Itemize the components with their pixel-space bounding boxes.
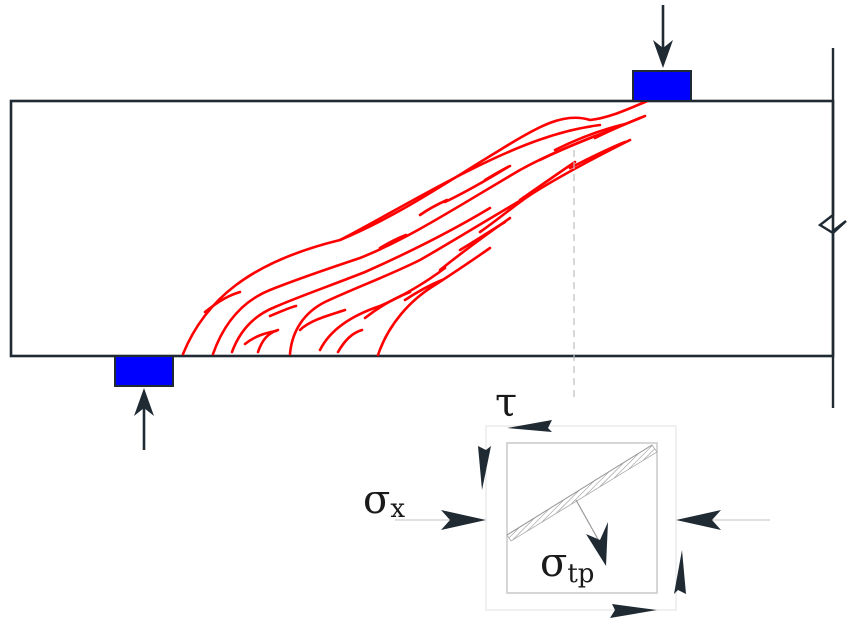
shear-arrow-right: [674, 550, 686, 594]
crack-line: [538, 134, 597, 162]
element-outer-frame: [485, 425, 677, 611]
crack-line: [593, 114, 647, 140]
bottom-support-plate: [114, 355, 174, 387]
crack-line: [478, 193, 532, 234]
element-crack-band: [506, 444, 658, 542]
shear-arrow-left: [478, 446, 491, 490]
shear-arrow-bottom: [610, 604, 657, 618]
crack-line: [336, 328, 364, 354]
top-load-plate: [632, 70, 692, 102]
crack-line: [288, 138, 632, 356]
sigma-x-label: σx: [363, 477, 405, 524]
crack-line: [376, 246, 492, 357]
crack-line: [378, 233, 408, 250]
crack-line: [203, 290, 242, 314]
sigma-x-symbol: σ: [363, 477, 390, 523]
element-inner-square: [506, 442, 658, 594]
crack-line: [403, 278, 444, 302]
crack-line: [553, 122, 627, 152]
element-crack-edge: [506, 444, 653, 536]
sigma-x-arrow-right: [676, 510, 721, 530]
beam-break-line: [817, 48, 847, 408]
crack-pattern: [181, 98, 652, 357]
crack-line: [418, 198, 449, 217]
crack-line: [230, 206, 492, 354]
beam: [9, 48, 847, 408]
crack-line: [298, 308, 347, 332]
sigma-tp-subscript: tp: [567, 559, 594, 589]
crack-line: [483, 164, 512, 182]
sigma-x-arrow-left: [441, 510, 486, 530]
crack-line: [211, 116, 642, 356]
crack-line: [363, 290, 412, 320]
arrow-up-icon: [134, 388, 154, 450]
crack-line: [268, 304, 298, 318]
crack-line: [458, 220, 507, 252]
crack-line: [518, 160, 577, 202]
sigma-tp-label: σtp: [540, 540, 594, 589]
sigma-tp-arrow-head: [586, 522, 608, 566]
stress-element: [395, 420, 770, 618]
crack-line: [568, 140, 627, 170]
sigma-x-subscript: x: [390, 494, 405, 524]
shear-arrow-top: [507, 420, 552, 432]
tau-label: τ: [495, 380, 517, 426]
sigma-tp-symbol: σ: [540, 540, 567, 586]
arrow-down-icon: [653, 5, 673, 68]
beam-outline: [9, 99, 835, 358]
crack-line: [256, 328, 280, 354]
crack-line: [338, 123, 602, 242]
crack-line: [318, 266, 447, 352]
